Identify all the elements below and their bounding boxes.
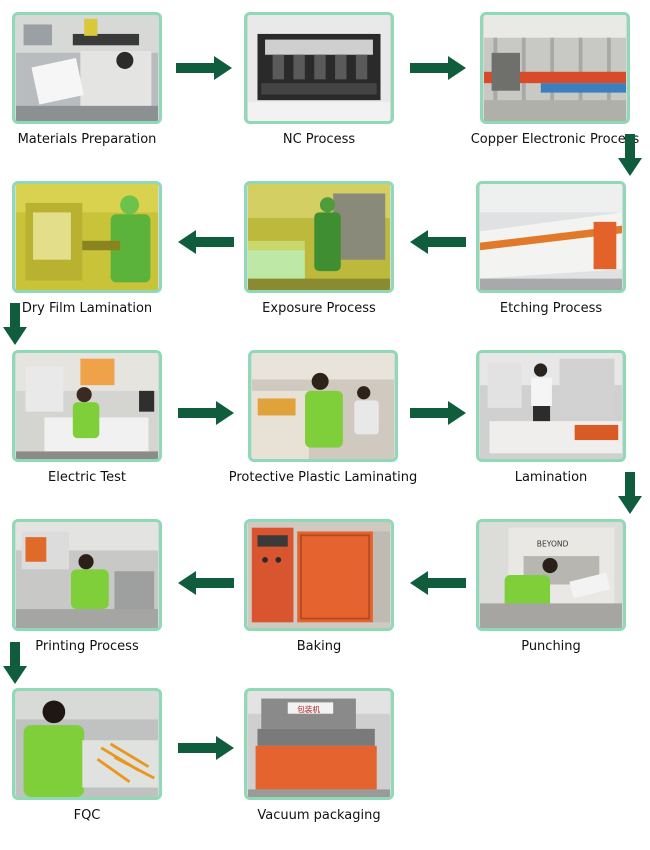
- step-label: Electric Test: [48, 470, 126, 485]
- step-label: Exposure Process: [262, 301, 376, 316]
- etching-process-photo: [476, 181, 626, 293]
- step-label: NC Process: [282, 132, 356, 147]
- step-label: Materials Preparation: [17, 132, 157, 147]
- left-arrow-icon: [410, 571, 466, 595]
- left-arrow-icon: [178, 230, 234, 254]
- lamination-photo: [476, 350, 626, 462]
- step-vacuum-packaging: 包装机 Vacuum packaging: [244, 688, 394, 823]
- step-punching: BEYOND Punching: [476, 519, 626, 654]
- step-electric-test: Electric Test: [12, 350, 162, 485]
- materials-preparation-photo: [12, 12, 162, 124]
- printing-process-photo: [12, 519, 162, 631]
- right-arrow-icon: [178, 401, 234, 425]
- vacuum-packaging-photo: 包装机: [244, 688, 394, 800]
- step-label: Punching: [521, 639, 581, 654]
- step-label: Vacuum packaging: [257, 808, 381, 823]
- down-arrow-icon: [618, 134, 642, 176]
- step-label: Printing Process: [35, 639, 139, 654]
- step-materials-preparation: Materials Preparation: [12, 12, 162, 147]
- right-arrow-icon: [176, 56, 232, 80]
- electric-test-photo: [12, 350, 162, 462]
- left-arrow-icon: [178, 571, 234, 595]
- copper-electronic-process-photo: [480, 12, 630, 124]
- packaging-machine-label: 包装机: [297, 704, 320, 714]
- down-arrow-icon: [3, 303, 27, 345]
- dry-film-lamination-photo: [12, 181, 162, 293]
- step-fqc: FQC: [12, 688, 162, 823]
- down-arrow-icon: [618, 472, 642, 514]
- step-etching-process: Etching Process: [476, 181, 626, 316]
- step-printing-process: Printing Process: [12, 519, 162, 654]
- step-nc-process: NC Process: [244, 12, 394, 147]
- step-label: Copper Electronic Process: [470, 132, 640, 147]
- fqc-photo: [12, 688, 162, 800]
- exposure-process-photo: [244, 181, 394, 293]
- right-arrow-icon: [178, 736, 234, 760]
- left-arrow-icon: [410, 230, 466, 254]
- protective-plastic-laminating-photo: [248, 350, 398, 462]
- punching-machine-brand: BEYOND: [537, 540, 569, 549]
- step-baking: Baking: [244, 519, 394, 654]
- step-copper-electronic-process: Copper Electronic Process: [471, 12, 639, 147]
- step-label: FQC: [73, 808, 101, 823]
- punching-photo: BEYOND: [476, 519, 626, 631]
- step-protective-plastic-laminating: Protective Plastic Laminating: [229, 350, 417, 485]
- step-dry-film-lamination: Dry Film Lamination: [12, 181, 162, 316]
- step-label: Dry Film Lamination: [21, 301, 153, 316]
- step-lamination: Lamination: [476, 350, 626, 485]
- step-exposure-process: Exposure Process: [244, 181, 394, 316]
- nc-process-photo: [244, 12, 394, 124]
- step-label: Lamination: [514, 470, 588, 485]
- step-label: Etching Process: [499, 301, 603, 316]
- step-label: Baking: [296, 639, 342, 654]
- down-arrow-icon: [3, 642, 27, 684]
- right-arrow-icon: [410, 56, 466, 80]
- step-label: Protective Plastic Laminating: [228, 470, 418, 485]
- right-arrow-icon: [410, 401, 466, 425]
- baking-photo: [244, 519, 394, 631]
